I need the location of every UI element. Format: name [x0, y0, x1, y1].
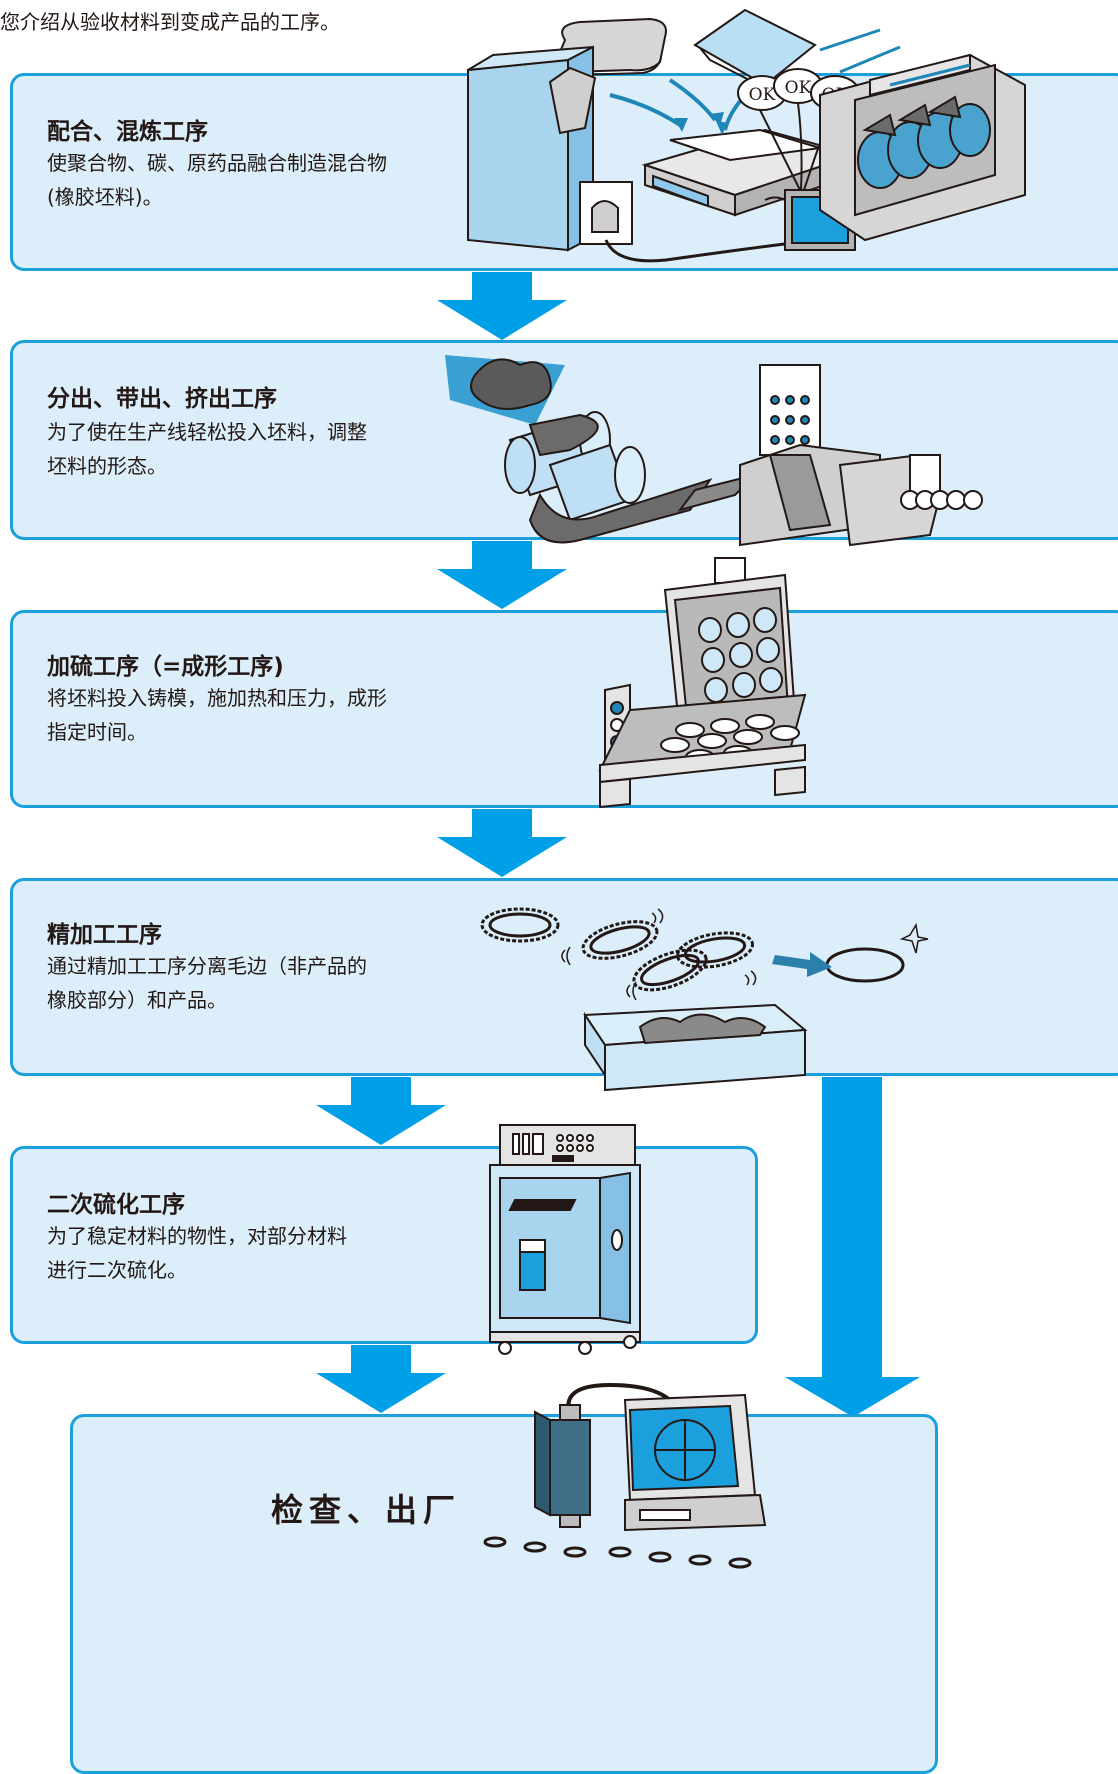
ok-label: OK: [785, 78, 812, 98]
flow-arrow: [437, 809, 567, 877]
step-description: 将坯料投入铸模，施加热和压力，成形 指定时间。: [47, 686, 387, 744]
flow-arrow: [437, 272, 567, 340]
flow-arrow: [316, 1077, 446, 1145]
step-box-finishing: 精加工工序 通过精加工工序分离毛边（非产品的 橡胶部分）和产品。: [10, 878, 1118, 1076]
bypass-flow-arrow: [785, 1077, 920, 1417]
mold-press-illustration: [598, 557, 807, 809]
step-box-inspection-shipping: 检查、出厂: [70, 1414, 938, 1774]
inspection-equipment-illustration: [483, 1382, 767, 1569]
step-title: 加硫工序（=成形工序): [47, 654, 284, 680]
step-title: 二次硫化工序: [47, 1192, 185, 1218]
flow-arrow: [437, 541, 567, 609]
step-description: 为了使在生产线轻松投入坯料，调整 坯料的形态。: [47, 420, 367, 478]
oven-illustration: [489, 1124, 641, 1355]
step-box-vulcanization: 加硫工序（=成形工序) 将坯料投入铸模，施加热和压力，成形 指定时间。: [10, 610, 1118, 808]
step-title: 分出、带出、挤出工序: [47, 386, 277, 412]
flow-arrow: [316, 1345, 446, 1413]
mixing-machine-illustration: OK OK OK: [467, 8, 1026, 263]
step-title: 精加工工序: [47, 922, 162, 948]
ok-label: OK: [749, 85, 776, 105]
intro-text: 您介绍从验收材料到变成产品的工序。: [0, 10, 340, 34]
final-title: 检查、出厂: [271, 1491, 462, 1529]
step-title: 配合、混炼工序: [47, 119, 208, 145]
step-description: 为了稳定材料的物性，对部分材料 进行二次硫化。: [47, 1224, 347, 1282]
extruder-illustration: [445, 355, 983, 547]
step-description: 使聚合物、碳、原药品融合制造混合物 (橡胶坯料)。: [47, 151, 387, 209]
deflashing-illustration: [480, 907, 929, 1092]
step-description: 通过精加工工序分离毛边（非产品的 橡胶部分）和产品。: [47, 954, 367, 1012]
